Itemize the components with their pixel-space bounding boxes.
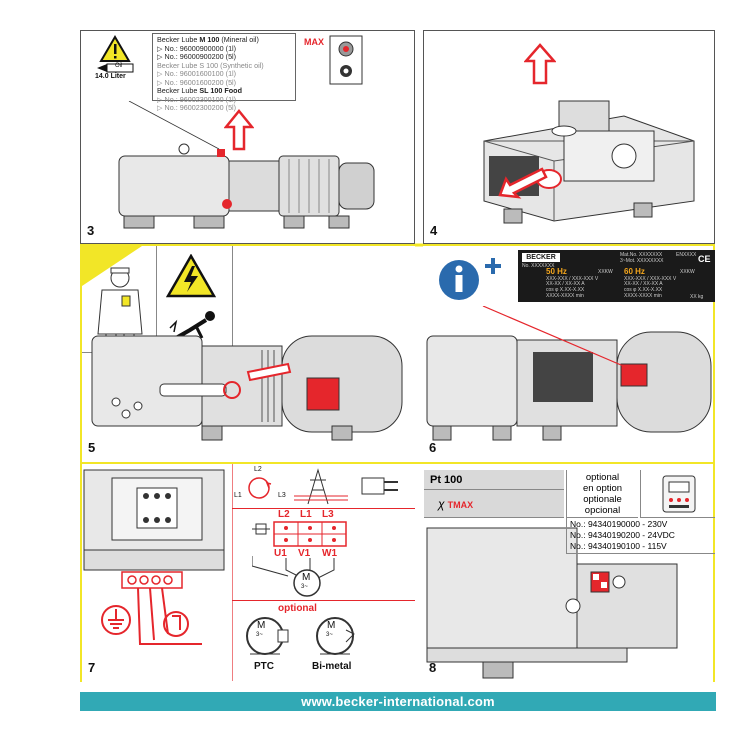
panel-step-7: 7 L2 L1 L3 L2 L1 L3 U1 V1 W1	[82, 464, 415, 681]
warning-icon	[99, 35, 131, 62]
pump-top-illustration	[483, 100, 695, 224]
rotation-label-l3: L3	[278, 492, 286, 499]
oil-order-line: ▷ No.: 96001600100 (1l)	[157, 69, 237, 78]
arrow-down-left-icon	[498, 167, 548, 199]
panel-number: 4	[430, 223, 438, 238]
panel-step-5: 5	[82, 246, 415, 462]
arrow-up-icon	[524, 43, 556, 85]
plug-icon	[361, 477, 398, 495]
ptc-motor-symbol	[246, 617, 289, 655]
order-line: No.: 94340190100 - 115V	[570, 541, 667, 551]
sensor-module-icon	[640, 470, 715, 518]
phase-label-l2: L2	[278, 509, 290, 520]
info-plus-icon	[439, 258, 501, 300]
sensor-order-list: No.: 94340190000 - 230V No.: 94340190200…	[566, 518, 715, 554]
high-voltage-icon	[166, 254, 216, 298]
coil-label-u1: U1	[274, 548, 287, 559]
coil-label-v1: V1	[298, 548, 311, 559]
phase-label-l3: L3	[322, 509, 334, 520]
panel-number: 5	[88, 440, 96, 455]
oil-label: Oil	[115, 63, 123, 69]
rotation-direction-icon	[248, 477, 272, 499]
oil-order-line: ▷ No.: 96000900000 (1l)	[157, 43, 237, 53]
order-line: No.: 94340190200 - 24VDC	[570, 530, 675, 540]
pump-side-illustration	[91, 335, 403, 441]
ptc-motor-sub: 3~	[256, 632, 263, 638]
panel-number: 8	[429, 660, 437, 675]
oil-order-line: ▷ No.: 96002300200 (5l)	[157, 103, 237, 112]
ptc-label: PTC	[254, 661, 274, 672]
ce-mark: CE	[698, 254, 711, 264]
rotation-label-l1: L1	[234, 492, 242, 499]
optional-languages: optional en option optionale opcional	[566, 470, 638, 518]
oil-order-list: Becker Lube M 100 (Mineral oil) ▷ No.: 9…	[152, 33, 296, 112]
pt100-label: Pt 100	[424, 470, 564, 490]
motor-label: M	[302, 572, 311, 583]
motor-nameplate: BECKER Mat.No. XXXXXXX ENXXXX No. XXXXXX…	[518, 250, 715, 302]
oil-group: Becker Lube S 100 (Synthetic oil) ▷ No.:…	[157, 61, 291, 88]
motor-sublabel: 3~	[301, 584, 308, 590]
safety-header	[82, 246, 233, 353]
yellow-corner	[82, 246, 142, 286]
panel-number: 3	[87, 223, 95, 238]
sight-glass-icon	[329, 35, 363, 85]
panel-step-4: 4	[423, 30, 715, 244]
panel-number: 7	[88, 660, 96, 675]
oil-can-icon	[97, 63, 134, 73]
tmax-label: χ TMAX	[424, 490, 564, 518]
electric-shock-icon	[169, 311, 215, 340]
terminal-strip-diagram	[252, 521, 347, 579]
oil-order-line: ▷ No.: 96000900200 (5l)	[157, 52, 237, 61]
panel-number: 6	[429, 440, 437, 455]
oil-order-line: ▷ No.: 96002300100 (1l)	[157, 94, 237, 104]
becker-logo: BECKER	[522, 253, 560, 262]
yellow-separator-line	[80, 462, 82, 682]
oil-group: Becker Lube SL 100 Food ▷ No.: 960023001…	[157, 86, 291, 113]
arrow-up-icon	[224, 109, 254, 151]
yellow-separator-line	[80, 462, 715, 464]
pump-illustration	[426, 306, 712, 441]
power-pylon-icon	[294, 468, 348, 505]
bimetal-label: Bi-metal	[312, 661, 352, 672]
bimetal-motor-label: M	[327, 620, 336, 631]
rotation-label-l2: L2	[254, 466, 262, 473]
bimetal-motor-sub: 3~	[326, 632, 333, 638]
optional-label: optional	[278, 603, 317, 614]
coil-label-w1: W1	[322, 548, 337, 559]
order-line: No.: 94340190000 - 230V	[570, 519, 668, 529]
phase-label-l1: L1	[300, 509, 312, 520]
ptc-motor-label: M	[257, 620, 266, 631]
yellow-separator-line	[713, 462, 715, 682]
pump-illustration	[118, 101, 375, 229]
oil-order-line: ▷ No.: 96001600200 (5l)	[157, 77, 237, 87]
yellow-separator-line	[713, 244, 715, 464]
website-link[interactable]: www.becker-international.com	[80, 692, 716, 711]
pump-closeup-illustration	[426, 527, 678, 679]
oil-capacity: 14.0 Liter	[95, 73, 126, 80]
bimetal-motor-symbol	[316, 617, 355, 655]
motor-symbol	[293, 569, 321, 597]
oil-group: Becker Lube M 100 (Mineral oil) ▷ No.: 9…	[157, 35, 291, 62]
yellow-separator-line	[80, 244, 82, 464]
terminal-box-illustration	[83, 469, 225, 645]
max-label: MAX	[304, 37, 324, 47]
